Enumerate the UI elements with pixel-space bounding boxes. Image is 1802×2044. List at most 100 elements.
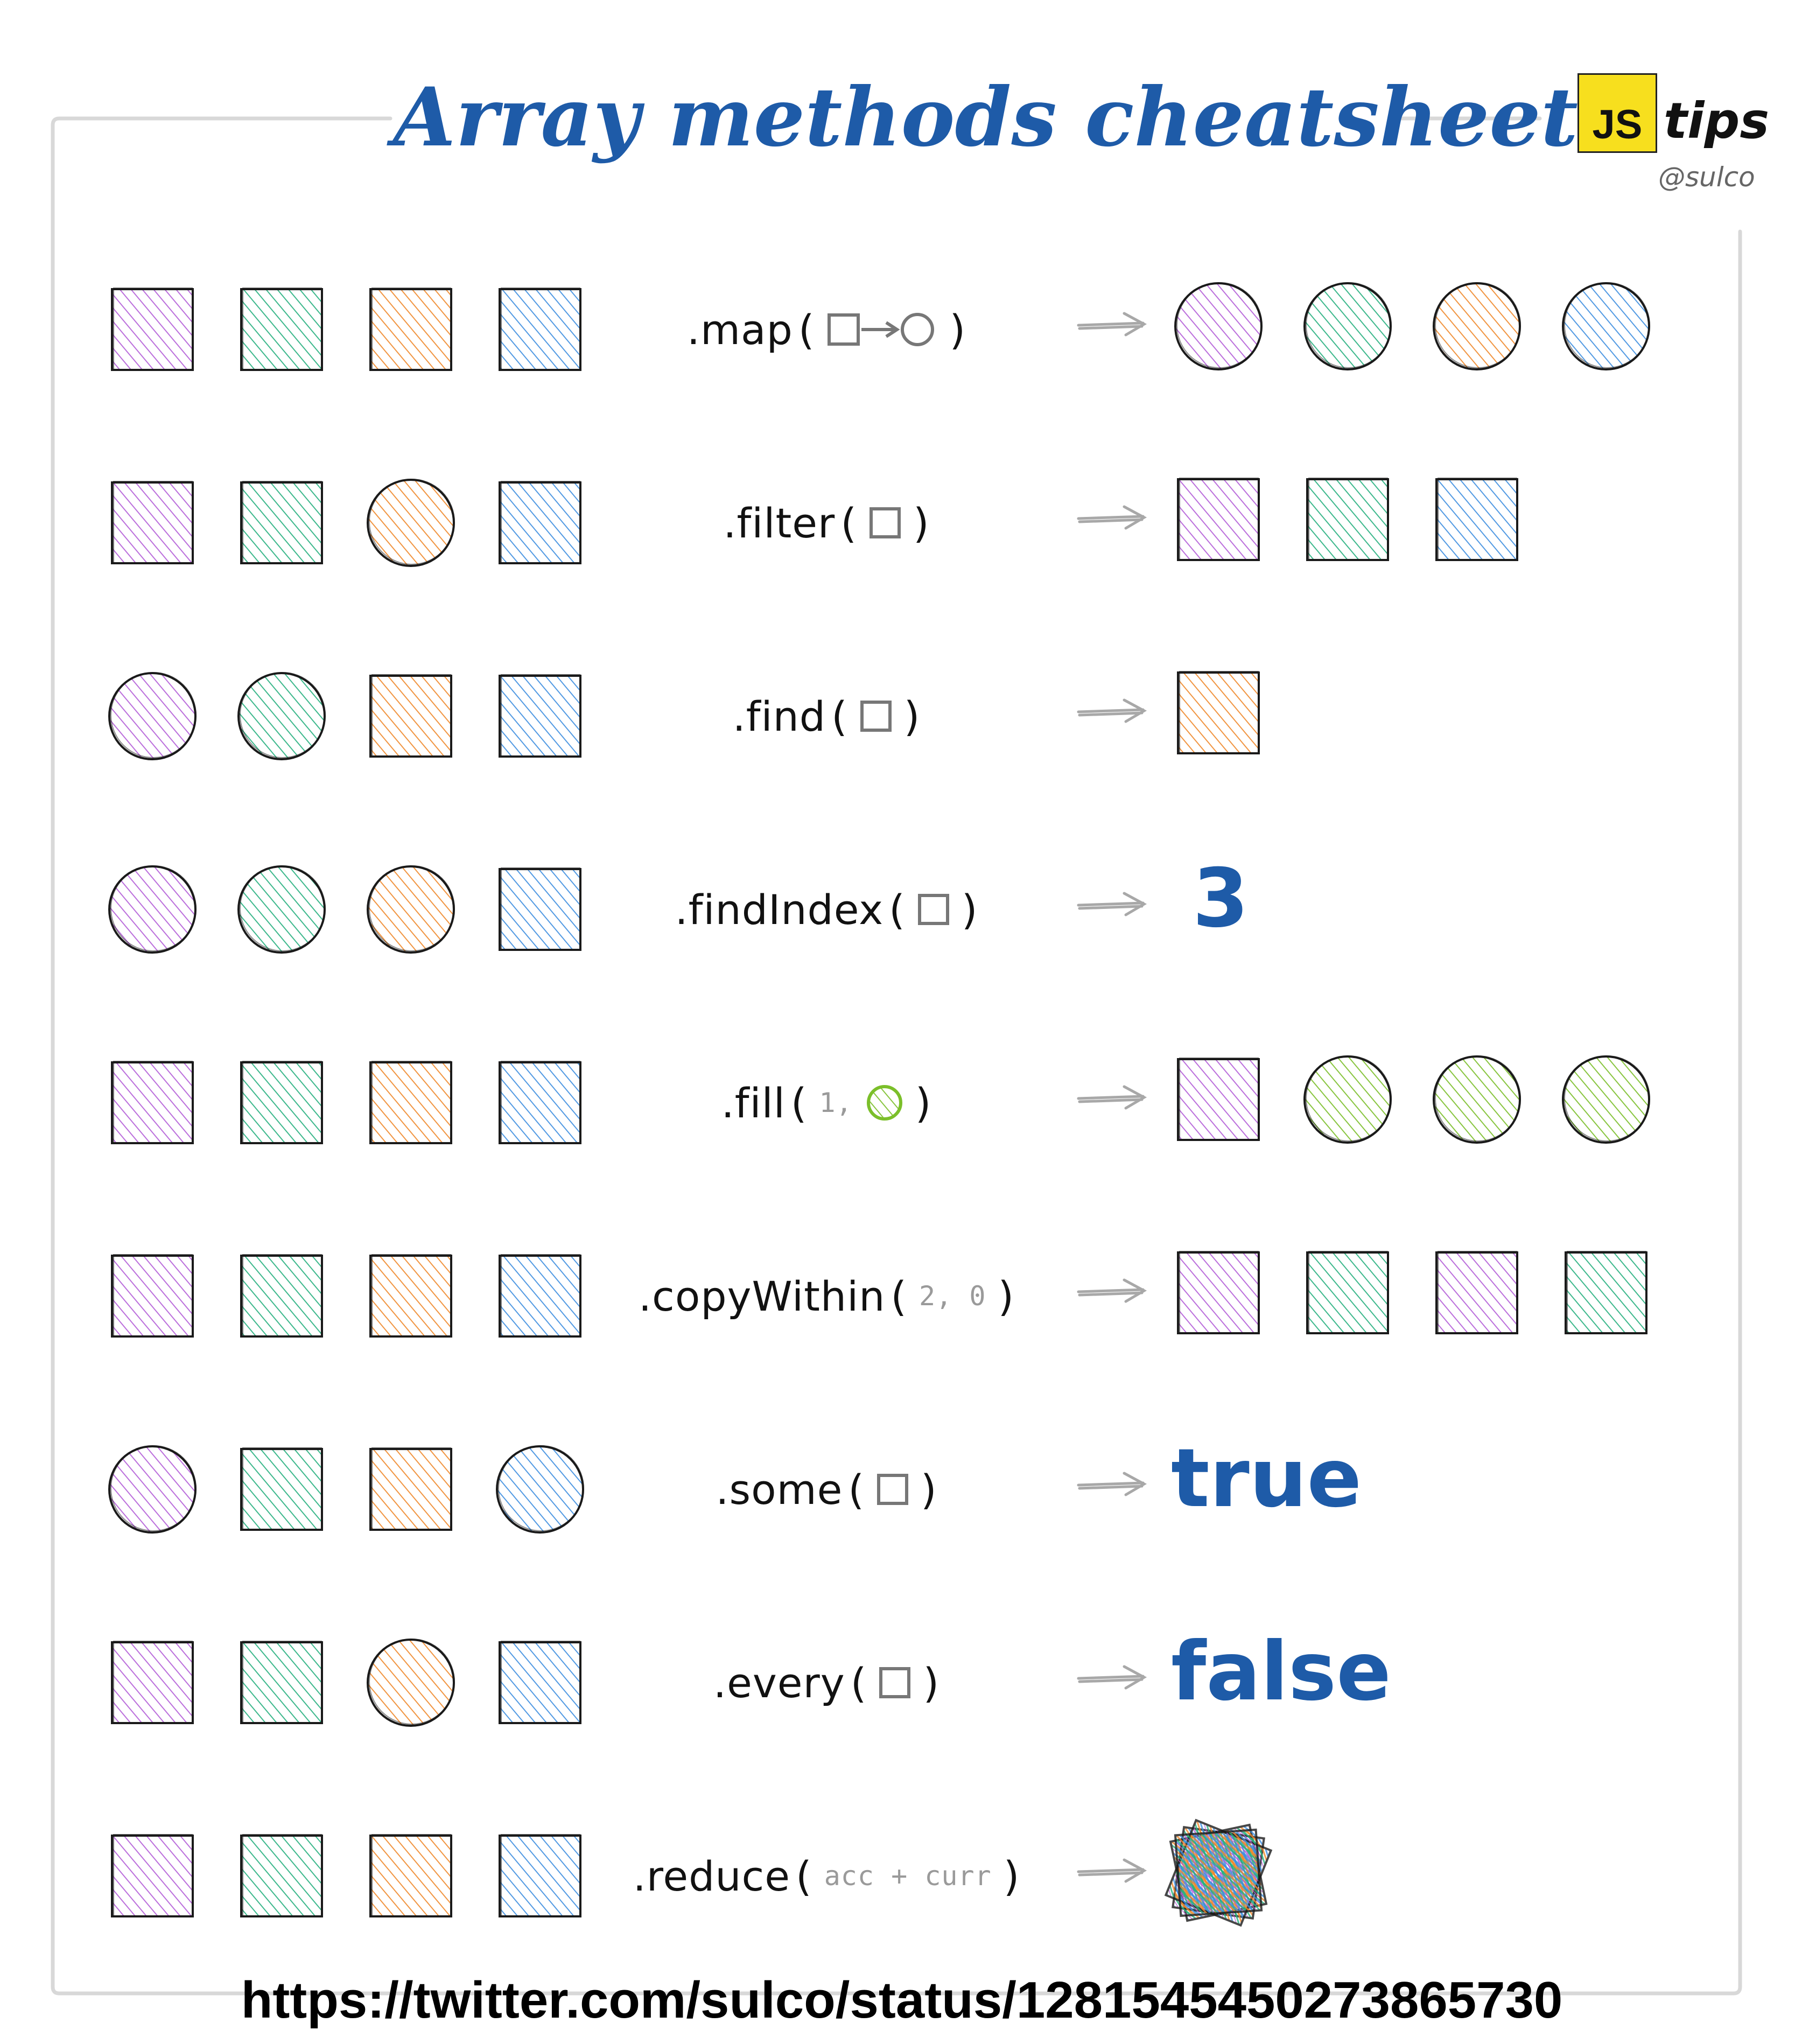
open-paren: ( — [850, 1658, 867, 1707]
close-paren: ) — [923, 1658, 940, 1707]
input-green-circle — [237, 672, 326, 760]
method-reduce: .reduce(acc + curr) — [630, 1836, 1028, 1916]
method-name: .some — [716, 1465, 843, 1514]
method-find: .find() — [630, 676, 1028, 757]
input-green-square — [240, 1061, 323, 1144]
close-paren: ) — [903, 692, 921, 740]
input-orange-circle — [367, 1639, 455, 1727]
square-icon — [917, 894, 949, 925]
row-every — [111, 1639, 581, 1727]
input-purple-square — [111, 1061, 194, 1144]
input-blue-square — [499, 867, 581, 951]
method-map: .map() — [630, 289, 1028, 370]
output-purple-square — [1177, 1058, 1260, 1141]
result-arrow — [1077, 1858, 1147, 1883]
input-green-square — [240, 1834, 323, 1917]
output-mixed-stack — [1164, 1818, 1273, 1927]
result-arrow — [1077, 505, 1147, 530]
row-map — [111, 282, 1650, 371]
frame-border — [51, 116, 1742, 1996]
open-paren: ( — [889, 885, 906, 934]
input-blue-square — [499, 1061, 581, 1144]
input-blue-square — [499, 481, 581, 564]
result-arrow — [1077, 698, 1147, 723]
open-paren: ( — [798, 305, 815, 354]
logo-tips-text: tips — [1664, 92, 1770, 150]
output-purple-square — [1177, 1251, 1260, 1334]
method-name: .reduce — [633, 1852, 791, 1900]
input-orange-square — [369, 674, 452, 758]
rows-layer — [108, 282, 1650, 1927]
close-paren: ) — [961, 885, 978, 934]
result-arrow — [1077, 892, 1147, 916]
method-some: .some() — [630, 1449, 1028, 1530]
open-paren: ( — [790, 1079, 808, 1127]
output-purple-square — [1177, 478, 1260, 561]
input-blue-square — [499, 1254, 581, 1338]
input-purple-square — [111, 1834, 194, 1917]
input-blue-square — [499, 674, 581, 758]
footer-url[interactable]: https://twitter.com/sulco/status/1281545… — [241, 1971, 1563, 2029]
row-some — [108, 1445, 584, 1534]
input-orange-circle — [367, 479, 455, 567]
input-green-square — [240, 1641, 323, 1724]
close-paren: ) — [1003, 1852, 1020, 1900]
result-value: true — [1171, 1432, 1362, 1525]
input-orange-square — [369, 1061, 452, 1144]
input-orange-square — [369, 1834, 452, 1917]
input-blue-square — [499, 288, 581, 371]
output-purple-circle — [1174, 282, 1263, 370]
method-name: .fill — [721, 1079, 786, 1127]
output-green-square — [1306, 1251, 1389, 1334]
input-orange-square — [369, 288, 452, 371]
method-name: .findIndex — [675, 885, 884, 934]
close-paren: ) — [998, 1272, 1015, 1320]
output-orange-square — [1177, 671, 1260, 754]
method-copyWithin: .copyWithin(2, 0) — [630, 1256, 1028, 1336]
result-arrow — [1077, 1085, 1147, 1110]
close-paren: ) — [915, 1079, 932, 1127]
method-name: .every — [713, 1658, 845, 1707]
square-to-circle-icon — [827, 313, 934, 346]
logo-handle: @sulco — [1658, 162, 1755, 193]
output-blue-circle — [1562, 282, 1650, 370]
square-icon — [877, 1474, 909, 1505]
row-find — [108, 671, 1260, 760]
result-value: 3 — [1193, 852, 1249, 946]
output-green-square — [1565, 1251, 1647, 1334]
js-logo-badge: JS — [1577, 73, 1657, 153]
output-green-square — [1306, 478, 1389, 561]
input-orange-circle — [367, 865, 455, 954]
page-title: Array methods cheatsheet — [393, 70, 1579, 165]
result-arrow — [1077, 1278, 1147, 1303]
input-purple-square — [111, 1254, 194, 1338]
method-fill: .fill(1,) — [630, 1062, 1028, 1143]
result-arrow — [1077, 1665, 1147, 1690]
input-orange-square — [369, 1447, 452, 1531]
method-argument: acc + curr — [824, 1860, 992, 1892]
green-circle-icon — [866, 1085, 902, 1121]
row-fill — [111, 1055, 1650, 1144]
method-filter: .filter() — [630, 482, 1028, 563]
square-icon — [879, 1667, 911, 1698]
result-arrow — [1077, 312, 1147, 337]
square-icon — [860, 701, 892, 732]
input-blue-circle — [496, 1445, 584, 1534]
close-paren: ) — [921, 1465, 937, 1514]
input-green-square — [240, 1254, 323, 1338]
result-value: false — [1171, 1625, 1391, 1719]
method-name: .filter — [723, 499, 836, 547]
input-purple-square — [111, 481, 194, 564]
input-blue-square — [499, 1641, 581, 1724]
method-name: .map — [686, 305, 793, 354]
row-copyWithin — [111, 1251, 1647, 1338]
output-lime-circle — [1303, 1055, 1392, 1144]
input-green-circle — [237, 865, 326, 954]
close-paren: ) — [913, 499, 930, 547]
method-findIndex: .findIndex() — [630, 869, 1028, 950]
output-orange-circle — [1433, 282, 1521, 370]
method-argument: 1, — [819, 1087, 853, 1118]
output-lime-circle — [1562, 1055, 1650, 1144]
open-paren: ( — [831, 692, 848, 740]
